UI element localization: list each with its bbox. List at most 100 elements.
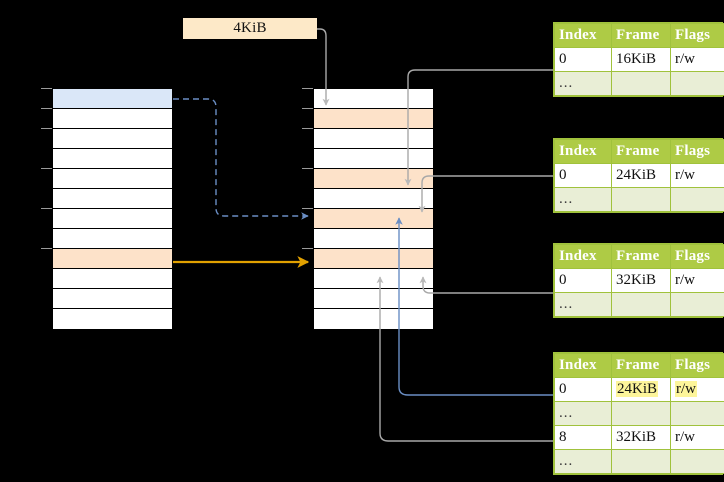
memory-frame-row (314, 269, 433, 289)
memory-frame-row (53, 189, 172, 209)
column-header-index: Index (554, 23, 612, 48)
wire-pt2-to-frame (419, 276, 553, 294)
cell-frame: 32KiB (611, 425, 671, 450)
memory-frame-row (314, 89, 433, 109)
frame-tick-mark (302, 248, 313, 249)
cell-frame: 24KiB (611, 377, 671, 402)
cell-frame (611, 187, 671, 212)
column-header-frame: Frame (611, 353, 671, 378)
frame-tick-mark (302, 88, 313, 89)
memory-frame-row (53, 149, 172, 169)
physical-address-space-column (313, 88, 434, 330)
column-header-index: Index (554, 353, 612, 378)
table-row: ... (554, 187, 724, 212)
cell-index: ... (554, 449, 612, 474)
highlighted-value: 24KiB (616, 380, 659, 397)
column-header-flags: Flags (670, 23, 724, 48)
column-header-flags: Flags (670, 244, 724, 269)
frame-tick-mark (41, 208, 52, 209)
table-row: ... (554, 71, 724, 96)
frame-tick-mark (41, 248, 52, 249)
memory-frame-row (314, 109, 433, 129)
wire-virtual-to-physical-dashed (173, 98, 309, 220)
cell-index: 0 (554, 377, 612, 402)
memory-frame-row (314, 209, 433, 229)
cell-index: ... (554, 187, 612, 212)
table-row: ... (554, 292, 724, 317)
memory-frame-row (53, 129, 172, 149)
cell-frame: 32KiB (611, 268, 671, 293)
memory-frame-row (53, 309, 172, 329)
frame-tick-mark (41, 88, 52, 89)
cell-frame (611, 449, 671, 474)
cell-index: 0 (554, 47, 612, 72)
wire-pt1-to-frame (418, 175, 553, 213)
column-header-frame: Frame (611, 244, 671, 269)
frame-tick-mark (302, 128, 313, 129)
table-row: ... (554, 401, 724, 426)
cell-frame: 24KiB (611, 163, 671, 188)
column-header-index: Index (554, 244, 612, 269)
cell-frame (611, 71, 671, 96)
memory-frame-row (53, 209, 172, 229)
cell-index: 0 (554, 268, 612, 293)
column-header-flags: Flags (670, 139, 724, 164)
memory-frame-row (314, 129, 433, 149)
cell-flags: r/w (670, 163, 724, 188)
column-header-index: Index (554, 139, 612, 164)
frame-tick-mark (302, 108, 313, 109)
cell-flags (670, 292, 724, 317)
table-row: ... (554, 449, 724, 474)
cell-flags: r/w (670, 425, 724, 450)
cell-index: 8 (554, 425, 612, 450)
memory-frame-row (53, 89, 172, 109)
memory-frame-row (53, 269, 172, 289)
memory-frame-row (53, 289, 172, 309)
cell-frame (611, 401, 671, 426)
memory-frame-row (314, 289, 433, 309)
cell-flags: r/w (670, 377, 724, 402)
cell-frame: 16KiB (611, 47, 671, 72)
memory-frame-row (53, 229, 172, 249)
cell-flags: r/w (670, 268, 724, 293)
memory-frame-row (53, 249, 172, 269)
memory-frame-row (314, 309, 433, 329)
cell-index: 0 (554, 163, 612, 188)
highlighted-value: r/w (675, 380, 697, 397)
cell-flags: r/w (670, 47, 724, 72)
frame-tick-mark (302, 168, 313, 169)
cell-flags (670, 401, 724, 426)
virtual-address-space-column (52, 88, 173, 330)
memory-frame-row (314, 169, 433, 189)
column-header-flags: Flags (670, 353, 724, 378)
memory-frame-row (314, 149, 433, 169)
frame-tick-mark (41, 168, 52, 169)
cell-index: ... (554, 71, 612, 96)
frame-tick-mark (41, 108, 52, 109)
column-header-frame: Frame (611, 23, 671, 48)
memory-frame-row (53, 109, 172, 129)
memory-frame-row (314, 189, 433, 209)
memory-frame-row (314, 229, 433, 249)
frame-tick-mark (41, 128, 52, 129)
cell-flags (670, 71, 724, 96)
memory-frame-row (53, 169, 172, 189)
page-size-label: 4KiB (183, 18, 317, 39)
column-header-frame: Frame (611, 139, 671, 164)
